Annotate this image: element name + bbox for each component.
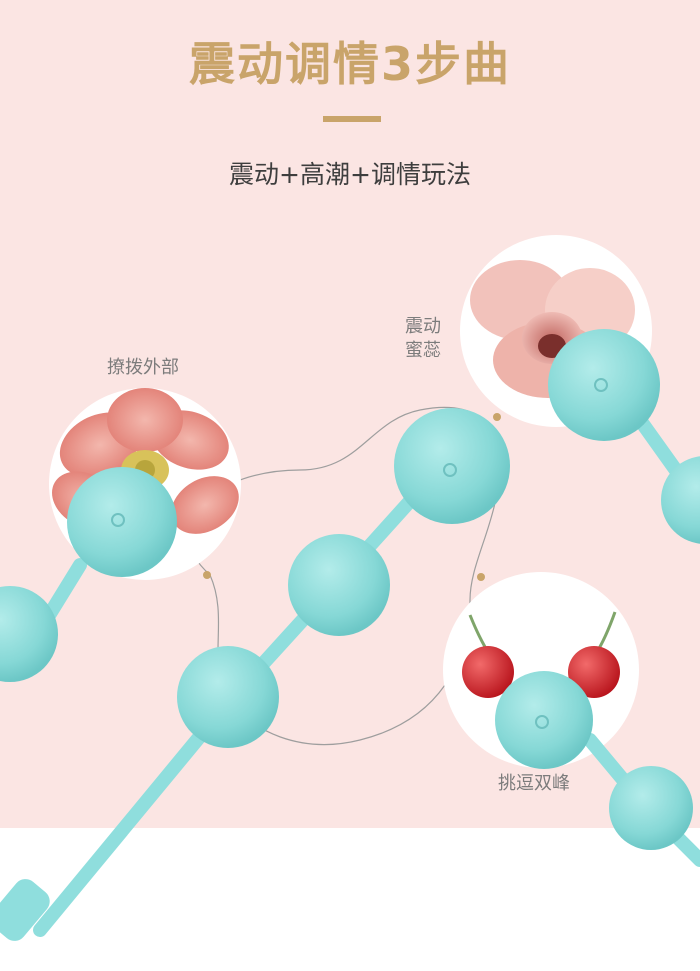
page-title: 震动调情3步曲 — [188, 37, 511, 91]
label-inner: 震动 蜜蕊 — [405, 315, 465, 363]
page-subtitle: 震动+高潮+调情玩法 — [229, 160, 471, 189]
label-inner-line2: 蜜蕊 — [405, 340, 441, 361]
guide-dot — [477, 573, 485, 581]
bottom-right-ball-chain — [495, 671, 700, 867]
cherry-pair-icon — [462, 611, 620, 698]
label-inner-line1: 震动 — [405, 316, 441, 337]
top-right-ball-chain — [548, 329, 700, 544]
center-ball-chain — [0, 408, 510, 941]
left-ball-chain — [0, 467, 177, 682]
label-tease: 挑逗双峰 — [498, 773, 570, 794]
guide-dot — [493, 413, 501, 421]
title-underline — [323, 116, 381, 122]
guide-dot — [203, 571, 211, 579]
label-external: 撩拨外部 — [107, 357, 179, 378]
white-footer-background — [0, 828, 700, 971]
